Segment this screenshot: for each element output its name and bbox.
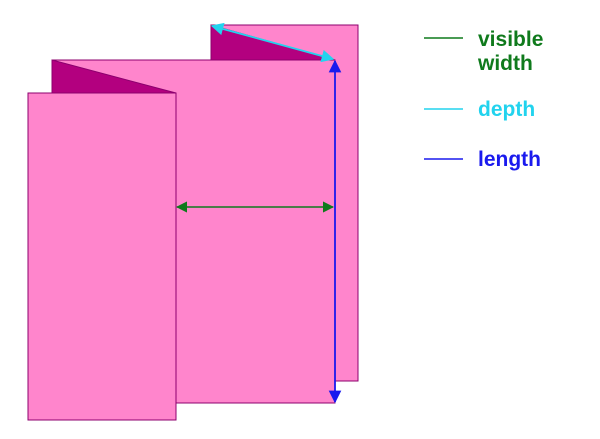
depth-arrow bbox=[210, 22, 335, 63]
legend: visible width depth length bbox=[424, 28, 543, 171]
front-panel bbox=[27, 92, 177, 421]
legend-length-label: length bbox=[478, 148, 541, 171]
legend-width-label-line1: visible bbox=[478, 28, 543, 51]
legend-depth-label: depth bbox=[478, 98, 535, 121]
legend-width-label-line2: width bbox=[477, 52, 533, 75]
